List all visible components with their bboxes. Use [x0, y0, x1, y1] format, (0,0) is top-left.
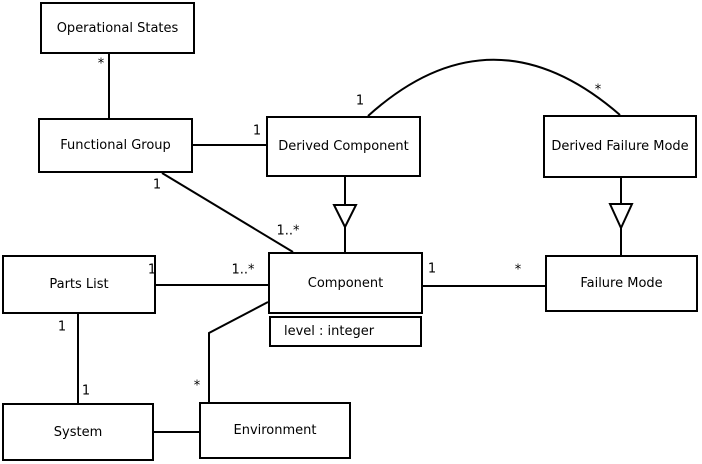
multiplicity-label-system-end: 1 [81, 383, 91, 399]
attribute-row: level : integer [284, 324, 375, 339]
class-name: Component [307, 275, 384, 291]
association-line-env-component [208, 301, 269, 402]
multiplicity-label-component-end-diagonal: 1..* [276, 223, 300, 239]
multiplicity-label-dc-end: 1 [252, 123, 262, 139]
class-name: Derived Failure Mode [551, 139, 689, 154]
class-box-derived-component: Derived Component [266, 116, 421, 177]
class-box-functional-group: Functional Group [38, 118, 193, 173]
multiplicity-label-arc-dfm-end: * [594, 82, 602, 98]
multiplicity-label-parts-list-bottom-end: 1 [57, 319, 67, 335]
multiplicity-label-arc-dc-end: 1 [355, 93, 365, 109]
multiplicity-label-component-end-right: 1 [427, 261, 437, 277]
class-name: Derived Component [278, 139, 409, 154]
class-name: Parts List [49, 277, 109, 292]
class-box-component: Component [268, 252, 423, 314]
class-box-system: System [2, 403, 154, 461]
generalization-triangle-icon [608, 203, 634, 231]
class-attributes-component: level : integer [269, 316, 422, 347]
class-name: Functional Group [60, 138, 171, 153]
multiplicity-label-fg-end: 1 [152, 177, 162, 193]
class-name: Failure Mode [580, 276, 663, 291]
association-arc-dc-dfm [367, 58, 621, 117]
generalization-triangle-icon [332, 204, 358, 230]
class-name: Environment [233, 423, 317, 438]
class-name: System [53, 424, 103, 440]
association-line-fg-component [161, 172, 294, 253]
multiplicity-label-parts-list-end: 1 [147, 262, 157, 278]
class-box-failure-mode: Failure Mode [545, 255, 698, 312]
class-box-environment: Environment [199, 402, 351, 459]
multiplicity-label-os-end: * [97, 56, 105, 72]
multiplicity-label-environment-end: * [193, 378, 201, 394]
class-box-derived-failure-mode: Derived Failure Mode [543, 115, 697, 178]
class-box-parts-list: Parts List [2, 255, 156, 314]
multiplicity-label-failure-mode-end: * [514, 262, 522, 278]
class-name: Operational States [56, 20, 179, 36]
class-box-operational-states: Operational States [40, 2, 195, 54]
multiplicity-label-component-end-horizontal: 1..* [231, 262, 255, 278]
